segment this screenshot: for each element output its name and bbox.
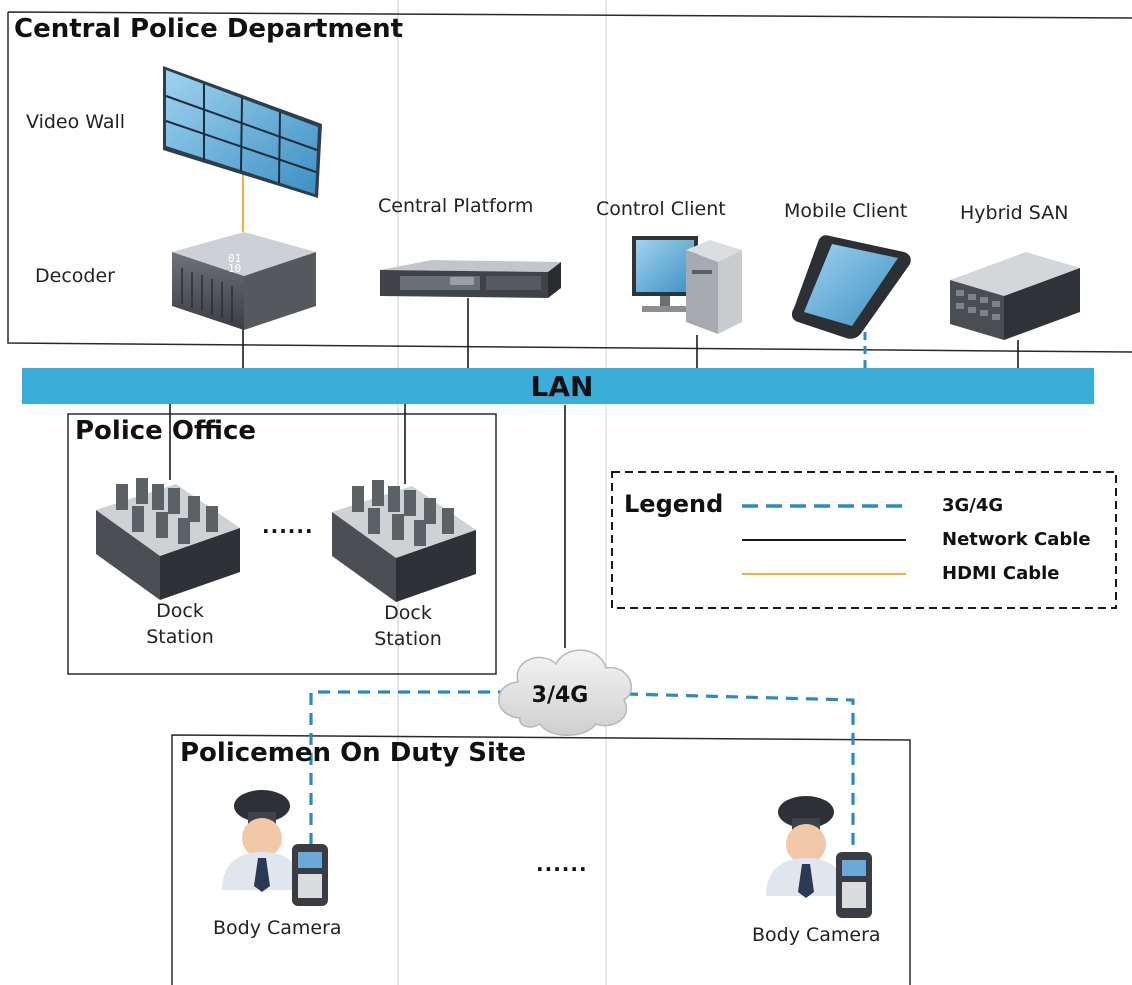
- dock-station-icon-2: [332, 480, 476, 602]
- central-department-box: [7, 11, 1132, 353]
- body-camera-label-2: Body Camera: [752, 924, 881, 946]
- dock-station-label-1: Dock Station: [130, 598, 230, 650]
- legend-label-3g4g: 3G/4G: [942, 495, 1004, 516]
- dock-station-label-2-line2: Station: [374, 628, 442, 650]
- police-office-title: Police Office: [75, 416, 256, 446]
- mobile-client-icon: [791, 235, 911, 339]
- video-wall-icon: [163, 66, 322, 198]
- central-platform-label: Central Platform: [378, 195, 534, 217]
- legend-box: [611, 471, 1117, 609]
- wireless-link-left: [309, 690, 510, 850]
- svg-text:01: 01: [228, 252, 241, 265]
- police-office-box: [67, 413, 497, 675]
- dock-station-label-2: Dock Station: [358, 600, 458, 652]
- duty-site-box: [171, 734, 911, 985]
- cloud-icon: [498, 649, 633, 736]
- office-ellipsis: ......: [262, 514, 314, 538]
- hybrid-san-icon: [950, 252, 1080, 340]
- dock-station-label-2-line1: Dock: [384, 602, 432, 624]
- duty-site-title: Policemen On Duty Site: [180, 738, 526, 768]
- legend-label-network: Network Cable: [942, 529, 1091, 550]
- decoder-label: Decoder: [35, 265, 115, 287]
- dock-station-icon-1: [96, 478, 240, 600]
- central-platform-icon: [380, 260, 561, 298]
- dock-station-label-1-line1: Dock: [156, 600, 204, 622]
- site-ellipsis: ......: [536, 852, 588, 876]
- legend-label-hdmi: HDMI Cable: [942, 563, 1060, 584]
- cloud-label: 3/4G: [532, 683, 589, 708]
- body-camera-label-1: Body Camera: [213, 917, 342, 939]
- legend-title: Legend: [624, 490, 724, 518]
- hybrid-san-label: Hybrid SAN: [960, 202, 1069, 224]
- decoder-icon: 01 10: [172, 232, 316, 330]
- body-camera-icon-1: [222, 790, 328, 906]
- wireless-link-right: [625, 692, 855, 855]
- mobile-client-label: Mobile Client: [784, 200, 908, 222]
- lan-label: LAN: [531, 370, 594, 403]
- video-wall-label: Video Wall: [26, 111, 126, 133]
- svg-text:10: 10: [228, 262, 241, 275]
- control-client-label: Control Client: [596, 198, 726, 220]
- body-camera-icon-2: [766, 796, 872, 918]
- control-client-icon: [632, 236, 742, 334]
- central-department-title: Central Police Department: [14, 14, 404, 44]
- lan-bar: [22, 368, 1094, 404]
- dock-station-label-1-line2: Station: [146, 626, 214, 648]
